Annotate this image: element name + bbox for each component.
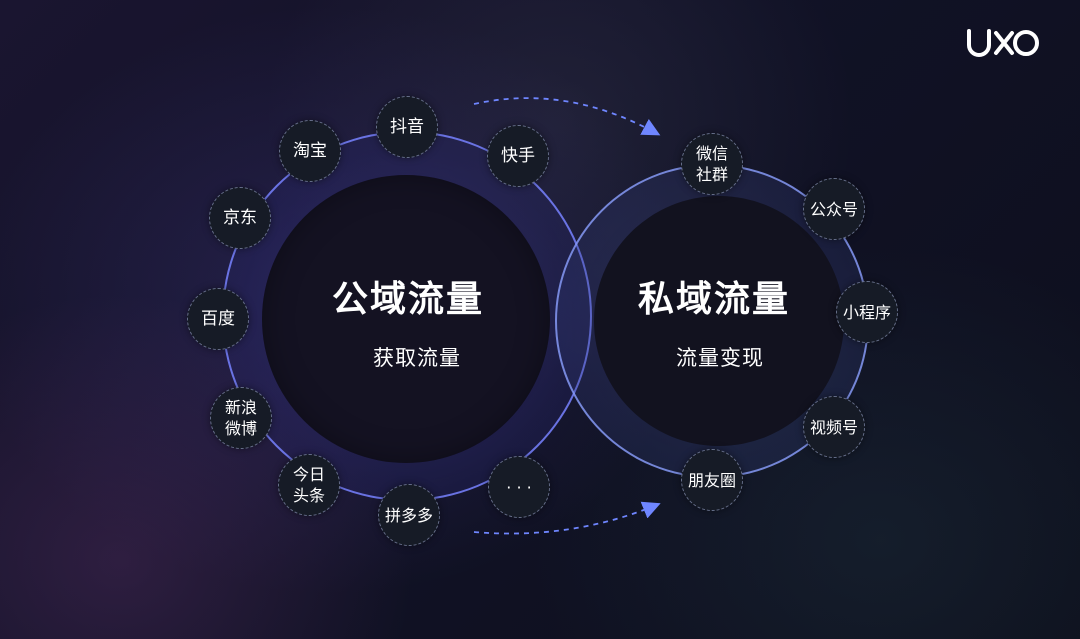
- public-domain-core: [262, 175, 550, 463]
- platform-node-jd: 京东: [209, 187, 271, 249]
- platform-node-kuaishou: 快手: [487, 125, 549, 187]
- platform-node-douyin: 抖音: [376, 96, 438, 158]
- private-domain-core: [594, 196, 844, 446]
- platform-node-baidu: 百度: [187, 288, 249, 350]
- platform-node-more: · · ·: [488, 456, 550, 518]
- uxo-logo-icon: [967, 29, 1039, 57]
- channel-node-channels: 视频号: [803, 396, 865, 458]
- channel-node-mini-program: 小程序: [836, 281, 898, 343]
- public-domain-title: 公域流量: [331, 279, 484, 320]
- public-domain-subtitle: 获取流量: [373, 346, 461, 370]
- top-flow-arrow: [473, 97, 661, 136]
- channel-node-moments: 朋友圈: [681, 449, 743, 511]
- platform-node-weibo: 新浪 微博: [210, 387, 272, 449]
- channel-node-official-account: 公众号: [803, 178, 865, 240]
- platform-node-pinduoduo: 拼多多: [378, 484, 440, 546]
- private-domain-title: 私域流量: [637, 279, 790, 320]
- platform-node-taobao: 淘宝: [279, 120, 341, 182]
- private-domain-subtitle: 流量变现: [676, 346, 764, 370]
- channel-node-wechat-group: 微信 社群: [681, 133, 743, 195]
- platform-node-toutiao: 今日 头条: [278, 454, 340, 516]
